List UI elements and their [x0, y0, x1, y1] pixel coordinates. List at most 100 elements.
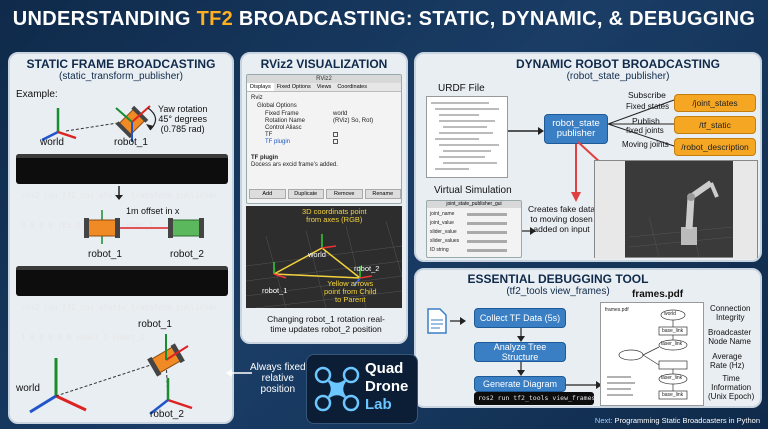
duplicate-button[interactable]: Duplicate — [287, 189, 324, 199]
moving-joints-label: Moving joints — [622, 140, 669, 149]
view-frames-command: ros2 run tf2_tools view_frames — [474, 392, 595, 405]
tab-fixed-options[interactable]: Fixed Options — [276, 84, 311, 90]
slider-track[interactable] — [467, 213, 507, 216]
node-to-sim-arrows — [571, 144, 581, 202]
urdf-text-lines — [431, 102, 499, 170]
fixed-states-label: Fixed states — [626, 102, 670, 111]
robot-arm-icon — [629, 180, 733, 257]
slider-track[interactable] — [467, 222, 507, 225]
tab-coordinates[interactable]: Coordinates — [337, 84, 367, 90]
world-axes-icon — [41, 108, 77, 142]
axes-note: 3D coordinats point from axes (RGB) — [302, 207, 367, 224]
urdf-file-preview — [426, 96, 508, 178]
next-text: Programming Static Broadcasters in Pytho… — [612, 416, 761, 425]
pdf-node-base-link-2: base_link — [662, 392, 684, 398]
tree-header: Rviz — [251, 95, 263, 101]
drone-logo-icon — [314, 366, 360, 412]
rename-button[interactable]: Rename — [364, 189, 401, 199]
robot-pair-diagram — [84, 210, 204, 244]
debug-panel-title: ESSENTIAL DEBUGGING TOOL — [467, 272, 649, 286]
rviz-window-title: RViz2 — [247, 75, 401, 83]
rviz-window: RViz2 Displays Fixed Options Views Coord… — [246, 74, 402, 204]
tf-plugin-item[interactable]: TF plugin — [265, 139, 291, 145]
world-label: world — [40, 137, 64, 148]
frame-tree-scene — [29, 334, 193, 415]
rviz-button-row: Add Duplicate Remove Rename — [249, 189, 401, 199]
remove-button[interactable]: Remove — [326, 189, 363, 199]
rviz-panel-title: RViz2 VISUALIZATION — [260, 57, 388, 71]
publish-label: Publish — [632, 116, 660, 126]
slider-track[interactable] — [467, 240, 507, 243]
fake-data-note: Creates fake data to moving dosen added … — [528, 204, 596, 234]
command-terminal-2: ros2 run tf2_ros static_transform_publis… — [16, 266, 228, 342]
terminal-bar — [16, 266, 228, 270]
note-broadcaster: Broadcaster Node Name — [708, 328, 752, 346]
quad-drone-lab-logo: Quad Drone Lab — [306, 354, 418, 424]
global-options-item[interactable]: Global Options — [257, 103, 297, 109]
step-arrow-icon — [517, 328, 525, 342]
robot-rviz-sidebar — [595, 161, 625, 259]
add-button[interactable]: Add — [249, 189, 286, 199]
fixed-note-arrow-icon — [226, 369, 252, 377]
pdf-node-laser-link-2: laser_link — [661, 375, 683, 381]
command-2-line-1: ros2 run tf2_ros static_transform_publis… — [21, 303, 218, 312]
down-arrow-icon — [115, 186, 123, 200]
gui-arrow-icon — [522, 227, 536, 235]
topic-tf-static: /tf_static — [674, 116, 756, 134]
robot-1-icon — [115, 105, 151, 142]
title-prefix: UNDERSTANDING — [12, 8, 197, 30]
pdf-info-label: frames.pdf — [605, 307, 629, 313]
offset-note: 1m offset in x — [126, 206, 180, 216]
urdf-label: URDF File — [438, 83, 485, 94]
step-analyze: Analyze Tree Structure — [474, 342, 566, 362]
command-1-line-1: ros2 run tf2_ros static_transform_publis… — [21, 191, 218, 200]
rviz-panel: RViz2 VISUALIZATION RViz2 Displays Fixed… — [240, 52, 408, 344]
robot-1-label: robot_1 — [114, 137, 148, 148]
rviz-3d-view[interactable]: 3D coordinats point from axes (RGB) worl… — [246, 206, 402, 308]
joint-gui-window: joint_state_publisher_gui joint_name joi… — [426, 200, 522, 258]
fixed-joints-label: fixed joints — [626, 126, 664, 135]
slider-label-2: joint_value — [430, 220, 454, 226]
virtual-sim-label: Virtual Simulation — [434, 185, 512, 196]
slider-label-3: slider_value — [430, 229, 457, 235]
step-arrow-icon — [517, 362, 525, 376]
rviz-tab-bar: Displays Fixed Options Views Coordinates — [247, 83, 401, 92]
frames-tree-diagram — [607, 309, 688, 400]
subscribe-label: Subscribe — [628, 90, 666, 100]
topic-robot-description: /robot_description — [674, 138, 756, 156]
slider-label-1: joint_name — [430, 211, 455, 217]
tf-item[interactable]: TF — [265, 132, 273, 138]
terminal-bar — [16, 154, 228, 158]
slider-label-5: ID string — [430, 247, 449, 253]
control-alias-key: Control Aliasc — [265, 125, 302, 131]
logo-line-2: Drone — [365, 378, 409, 395]
slider-track[interactable] — [467, 249, 507, 252]
tab-displays[interactable]: Displays — [247, 83, 274, 91]
tab-views[interactable]: Views — [316, 84, 332, 90]
checkbox-icon[interactable] — [333, 139, 338, 144]
checkbox-icon[interactable] — [333, 132, 338, 137]
slider-label-4: slider_values — [430, 238, 460, 244]
rotation-name-key: Rotation Name — [265, 118, 306, 124]
logo-line-1: Quad — [365, 360, 404, 377]
step-generate: Generate Diagram — [474, 376, 566, 392]
robot-rviz-rightbar — [733, 161, 757, 259]
bottom-robot-1-label: robot_1 — [138, 319, 172, 330]
slider-track[interactable] — [467, 231, 507, 234]
rviz-robot1-label: robot_1 — [262, 286, 288, 295]
robot-2-label-b: robot_2 — [170, 249, 204, 260]
rotation-arc-icon — [146, 107, 157, 131]
command-2-line-2: 1 0 0 0 0 0 robot_1 robot_2 — [21, 333, 145, 342]
document-icon — [427, 308, 447, 334]
bottom-world-label: world — [16, 383, 40, 394]
note-connection: Connection Integrity — [710, 304, 751, 322]
pdf-node-world: world — [664, 311, 676, 317]
step-collect: Collect TF Data (5s) — [474, 308, 566, 328]
rotation-name-value[interactable]: (RViz) So, Rot) — [333, 118, 374, 124]
fixed-frame-value[interactable]: world — [333, 111, 348, 117]
next-label: Next: — [594, 416, 613, 425]
grid-scene — [246, 220, 402, 308]
topic-joint-states: /joint_states — [674, 94, 756, 112]
to-pdf-arrow-icon — [566, 381, 602, 389]
debugging-panel: ESSENTIAL DEBUGGING TOOL (tf2_tools view… — [414, 268, 762, 408]
